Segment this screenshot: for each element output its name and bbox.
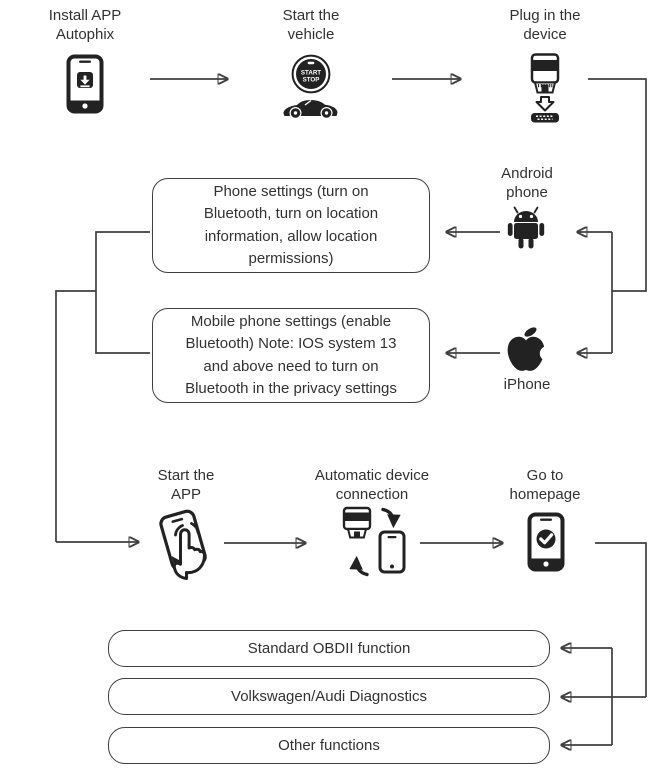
stop-button-text: STOP — [303, 77, 320, 84]
android-settings-callout: Phone settings (turn on Bluetooth, turn … — [152, 178, 430, 273]
callout-line: Bluetooth, turn on location — [203, 205, 379, 222]
device-sync-icon — [342, 506, 406, 577]
line-homepage-to-functions — [595, 542, 647, 697]
callout-line: information, allow location — [204, 227, 378, 245]
label-line: iPhone — [503, 376, 551, 393]
function-label: Other functions — [278, 737, 380, 754]
obd-port-icon — [531, 113, 559, 123]
label-line: Automatic device — [314, 467, 430, 484]
start-stop-button-icon: START STOP — [291, 54, 331, 94]
label-line: Android — [501, 165, 553, 182]
label-line: Go to — [526, 467, 564, 484]
callout-line: Phone settings (turn on — [213, 182, 369, 200]
line-device-to-phones — [588, 78, 647, 292]
label-line: device — [523, 26, 567, 43]
homepage-phone-icon — [527, 512, 565, 572]
line-callouts-to-startapp — [55, 290, 96, 542]
tap-phone-icon — [159, 509, 207, 580]
start-button-text: START — [301, 70, 321, 77]
line-callouts-join — [95, 231, 150, 354]
label-line: APP — [170, 486, 201, 503]
label-android-phone: Android phone — [462, 164, 592, 202]
label-line: homepage — [509, 486, 581, 503]
callout-line: Bluetooth in the privacy settings — [185, 380, 397, 397]
function-label: Standard OBDII function — [247, 640, 411, 657]
label-iphone: iPhone — [462, 375, 592, 394]
function-label: Volkswagen/Audi Diagnostics — [231, 688, 427, 705]
label-line: Start the — [282, 7, 340, 24]
callout-line: Bluetooth) Note: IOS system 13 — [185, 335, 397, 352]
label-line: Start the — [157, 467, 215, 484]
function-box-standard-obdii: Standard OBDII function — [108, 630, 550, 667]
callout-line: permissions) — [248, 250, 334, 267]
label-line: vehicle — [287, 26, 335, 43]
function-box-other: Other functions — [108, 727, 550, 764]
label-start-vehicle: Start the vehicle — [246, 6, 376, 44]
label-go-homepage: Go to homepage — [480, 466, 610, 504]
iphone-settings-callout: Mobile phone settings (enable Bluetooth)… — [152, 308, 430, 403]
label-start-app: Start the APP — [121, 466, 251, 504]
label-line: phone — [506, 184, 548, 201]
apple-logo-icon — [507, 327, 549, 371]
label-line: Plug in the — [509, 7, 581, 24]
label-auto-connection: Automatic device connection — [292, 466, 452, 504]
car-icon — [283, 99, 338, 119]
install-phone-icon — [66, 54, 104, 114]
label-line: connection — [335, 486, 409, 503]
label-line: Autophix — [55, 26, 115, 43]
callout-line: and above need to turn on — [203, 357, 379, 375]
function-box-vw-audi: Volkswagen/Audi Diagnostics — [108, 678, 550, 715]
label-line: Install APP — [48, 7, 122, 24]
label-plug-device: Plug in the device — [480, 6, 610, 44]
plug-arrow-icon — [535, 96, 555, 112]
android-robot-icon — [507, 206, 545, 249]
label-install-app: Install APP Autophix — [20, 6, 150, 44]
obd-device-icon — [530, 53, 560, 123]
callout-line: Mobile phone settings (enable — [190, 312, 392, 330]
